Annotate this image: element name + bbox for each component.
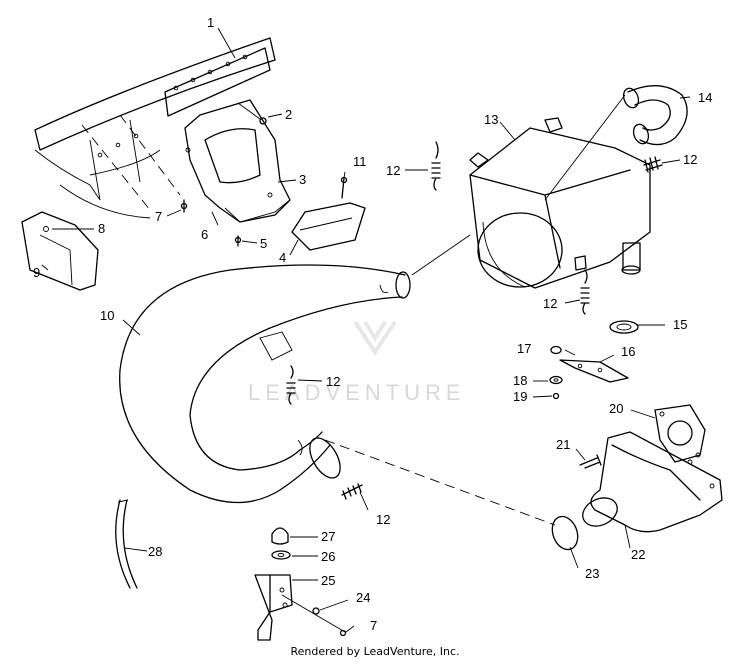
callout-13: 13 (484, 112, 498, 127)
callout-24: 24 (356, 590, 370, 605)
callout-12-silencer-top: 12 (386, 163, 400, 178)
callout-12-silencer-bottom: 12 (543, 296, 557, 311)
part-9-shield-plate (21, 211, 99, 291)
centerline-pipe-to-silencer (411, 234, 471, 276)
part-12-springs (286, 141, 663, 500)
part-2-screw (237, 102, 267, 125)
callout-6: 6 (201, 227, 208, 242)
callout-25: 25 (321, 573, 335, 588)
callout-9: 9 (33, 265, 40, 280)
centerline-pipe-to-manifold (324, 439, 556, 526)
callout-17: 17 (517, 341, 531, 356)
leader-lines (41, 27, 691, 633)
centerline-mount (281, 594, 346, 633)
callout-5: 5 (260, 236, 267, 251)
part-15-gasket (609, 320, 639, 334)
part-22-y-manifold (582, 431, 723, 533)
callout-2: 2 (285, 107, 292, 122)
callout-12-tailpipe: 12 (683, 152, 697, 167)
part-20-flange-gasket (654, 404, 706, 463)
part-4-heat-shield (291, 202, 366, 251)
callout-labels: 1 2 3 4 5 6 7 8 9 10 11 12 12 12 12 12 1… (33, 15, 712, 633)
callout-12-pipe-middle: 12 (326, 374, 340, 389)
callout-28: 28 (148, 544, 162, 559)
part-21-bolt (579, 454, 602, 469)
part-1-bulkhead-bracket (34, 37, 276, 219)
callout-8: 8 (98, 221, 105, 236)
part-24-nut (312, 607, 320, 615)
callout-14: 14 (698, 90, 712, 105)
part-25-mount-bracket (254, 574, 293, 641)
callout-23: 23 (585, 566, 599, 581)
callout-1: 1 (207, 15, 214, 30)
part-27-rubber-mount (271, 527, 289, 545)
part-18-washer (549, 375, 563, 385)
callout-27: 27 (321, 529, 335, 544)
part-16-bracket (559, 359, 629, 383)
callout-26: 26 (321, 549, 335, 564)
part-26-washer (271, 550, 291, 560)
watermark-logo (353, 320, 397, 356)
callout-7-lower: 7 (370, 618, 377, 633)
callout-22: 22 (631, 547, 645, 562)
part-28-strap (115, 499, 138, 589)
part-3-exhaust-mount (184, 99, 291, 223)
part-11-pin (340, 176, 348, 199)
part-14-tailpipe (622, 85, 688, 146)
callout-18: 18 (513, 373, 527, 388)
callout-20: 20 (609, 401, 623, 416)
callout-10: 10 (100, 308, 114, 323)
part-7-screw (180, 199, 188, 213)
watermark-text: LEADVENTURE (248, 380, 466, 405)
part-19-bolt (552, 392, 560, 400)
callout-16: 16 (621, 344, 635, 359)
footer-credit: Rendered by LeadVenture, Inc. (290, 645, 460, 658)
part-13-silencer (469, 117, 651, 289)
callout-3: 3 (299, 172, 306, 187)
callout-11: 11 (353, 154, 367, 169)
callout-15: 15 (673, 317, 687, 332)
callout-21: 21 (556, 437, 570, 452)
callout-19: 19 (513, 389, 527, 404)
callout-7-upper: 7 (155, 209, 162, 224)
part-23-clamp-ring (551, 515, 579, 551)
part-10-expansion-chamber (119, 264, 411, 504)
callout-12-pipe-outlet: 12 (376, 512, 390, 527)
centerline-tailpipe (544, 94, 626, 201)
part-17-nut (550, 345, 562, 355)
part-5-screw (234, 235, 242, 247)
callout-4: 4 (279, 250, 286, 265)
